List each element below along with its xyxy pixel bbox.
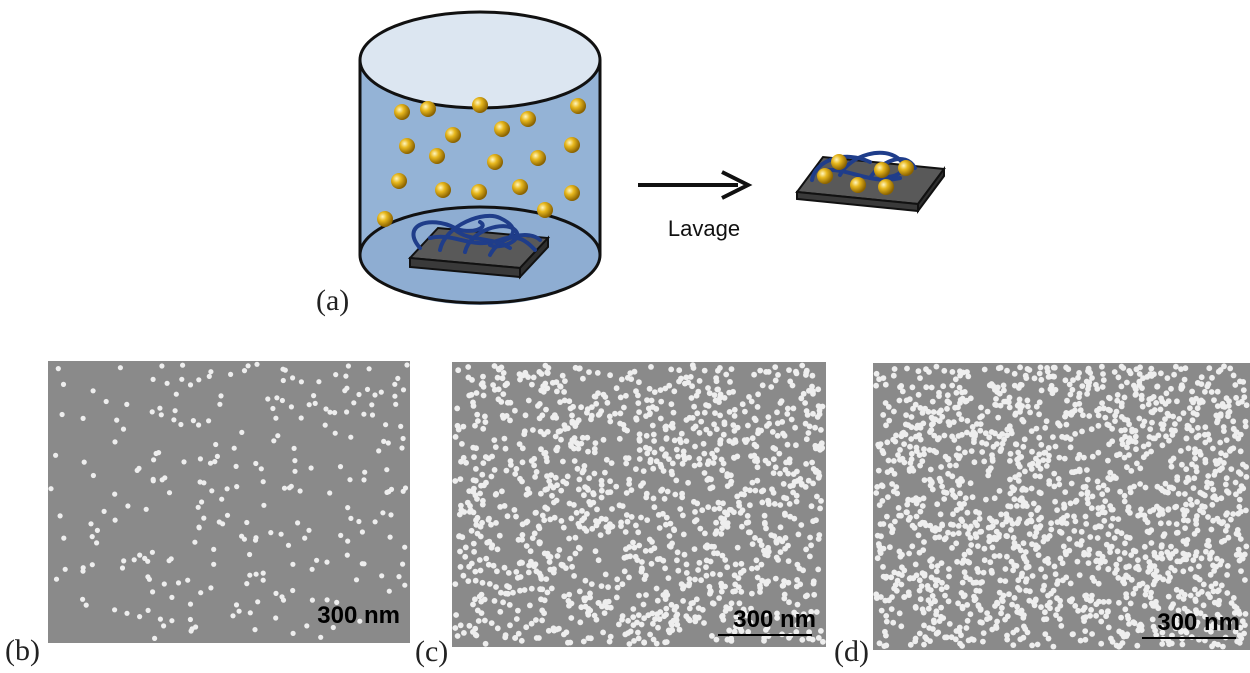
panel-label-a: (a) [316,284,350,317]
sem-image-d: 300 nm [873,363,1250,650]
sem-micrograph-b: 300 nm [48,361,410,643]
scale-bar-label: 300 nm [1157,609,1240,636]
sem-image-b: 300 nm [48,361,410,643]
nanoparticle-icon [377,97,586,227]
arrow-label: Lavage [668,216,740,241]
arrow-right-icon [638,170,753,200]
nanoparticle-dots [452,362,826,647]
sem-micrograph-c: 300 nm [452,362,826,647]
panel-label-c: (c) [415,635,449,668]
sem-image-c: 300 nm [452,362,826,647]
rinsed-substrate-icon [795,150,946,215]
sem-background [48,361,410,643]
polymer-brush-icon [411,213,542,257]
scale-bar-label: 300 nm [317,602,400,629]
nanoparticle-dots [873,363,1250,650]
sem-micrograph-d: 300 nm [873,363,1250,650]
panel-label-d: (d) [834,635,869,668]
scale-bar-label: 300 nm [733,606,816,633]
panel-label-b: (b) [5,634,40,667]
deposition-schematic: Lavage [358,10,946,305]
nanoparticle-dots [48,361,410,641]
